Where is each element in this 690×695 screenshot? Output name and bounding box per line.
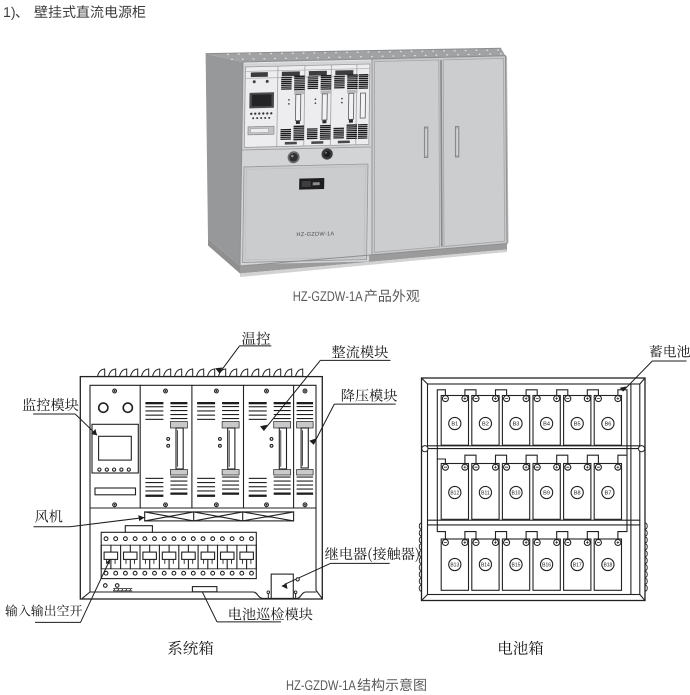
svg-text:B3: B3: [513, 421, 520, 427]
svg-text:B18: B18: [603, 562, 612, 568]
svg-text:B15: B15: [512, 562, 521, 568]
svg-text:B4: B4: [543, 421, 550, 427]
svg-text:B13: B13: [450, 562, 459, 568]
svg-text:B1: B1: [451, 421, 458, 427]
svg-text:B17: B17: [573, 562, 582, 568]
svg-text:B8: B8: [574, 490, 581, 496]
svg-text:B11: B11: [481, 490, 490, 496]
svg-text:B10: B10: [512, 490, 521, 496]
svg-text:B14: B14: [481, 562, 490, 568]
svg-text:B16: B16: [542, 562, 551, 568]
svg-text:B5: B5: [574, 421, 581, 427]
svg-text:B2: B2: [482, 421, 489, 427]
svg-text:B12: B12: [450, 490, 459, 496]
svg-text:B9: B9: [543, 490, 550, 496]
svg-text:B7: B7: [604, 490, 611, 496]
svg-text:B6: B6: [604, 421, 611, 427]
svg-text:HZ-GZDW-1A: HZ-GZDW-1A: [296, 231, 334, 238]
